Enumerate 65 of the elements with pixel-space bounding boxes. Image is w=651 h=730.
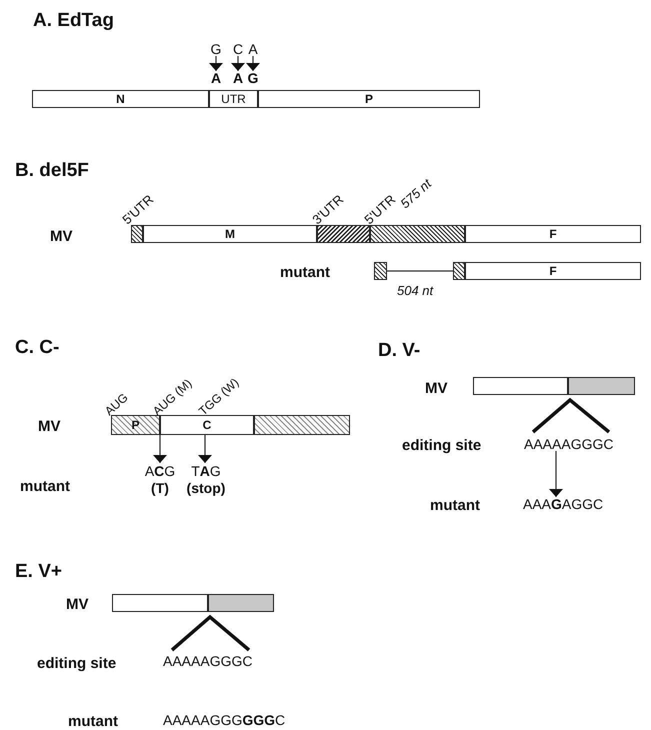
gene-segment [568, 377, 635, 395]
gene-segment [258, 90, 480, 108]
amino-acid-label: (stop) [186, 480, 226, 497]
row-label: editing site [402, 437, 482, 455]
row-label: mutant [430, 497, 480, 515]
row-label: MV [425, 380, 448, 398]
panel-title: D. V- [378, 340, 420, 362]
row-label: MV [66, 596, 88, 614]
row-label: editing site [37, 655, 116, 673]
row-label: MV [38, 418, 60, 436]
gene-segment [465, 225, 641, 243]
gene-segment [465, 262, 641, 280]
hatched-segment [254, 415, 350, 435]
row-label: 504 nt [397, 283, 434, 299]
codon-text: TAG [190, 463, 222, 480]
gene-segment [209, 90, 258, 108]
segment-label: M [225, 228, 235, 240]
segment-label: N [116, 93, 125, 105]
sequence-text: G [246, 71, 260, 85]
gene-segment [32, 90, 209, 108]
sequence-text: A [231, 71, 245, 85]
panel-title: B. del5F [15, 160, 89, 182]
segment-label: F [549, 228, 557, 240]
site-label: TGG (W) [196, 375, 242, 419]
panel-title: E. V+ [15, 561, 62, 583]
hatched-segment [370, 225, 465, 243]
segment-label: UTR [221, 93, 246, 105]
row-label: mutant [280, 264, 330, 282]
segment-label: P [131, 419, 140, 431]
hatched-segment [317, 225, 370, 243]
arrow [198, 434, 212, 464]
arrow [231, 56, 245, 72]
gene-segment [112, 594, 208, 612]
site-label: 575 nt [397, 176, 435, 212]
panel-title: C. C- [15, 337, 60, 359]
row-label: mutant [68, 713, 118, 730]
amino-acid-label: (T) [150, 480, 170, 497]
sequence-text: G [209, 42, 223, 56]
gene-segment [143, 225, 317, 243]
sequence-text: AAAGAGGC [523, 497, 604, 511]
hatched-segment [131, 225, 143, 243]
arrow [246, 56, 260, 72]
sequence-text: A [246, 42, 260, 56]
sequence-text: AAAAAGGGC [524, 437, 614, 451]
sequence-text: C [231, 42, 245, 56]
gene-segment [208, 594, 274, 612]
gene-segment [160, 415, 254, 435]
sequence-text: AAAAAGGGC [163, 654, 252, 668]
hatched-segment [111, 415, 160, 435]
connector-line [386, 270, 454, 272]
row-label: mutant [20, 478, 70, 496]
row-label: MV [50, 228, 72, 246]
arrow [549, 450, 563, 498]
codon-text: ACG [144, 463, 176, 480]
arrow [153, 434, 167, 464]
sequence-text: AAAAAGGGGGGC [163, 713, 286, 727]
arrow [209, 56, 223, 72]
hatched-segment [374, 262, 387, 280]
sequence-text: A [209, 71, 223, 85]
gene-segment [473, 377, 568, 395]
segment-label: C [202, 419, 212, 431]
panel-title: A. EdTag [33, 10, 114, 32]
segment-label: P [364, 93, 373, 105]
segment-label: F [549, 265, 557, 277]
hatched-segment [453, 262, 465, 280]
